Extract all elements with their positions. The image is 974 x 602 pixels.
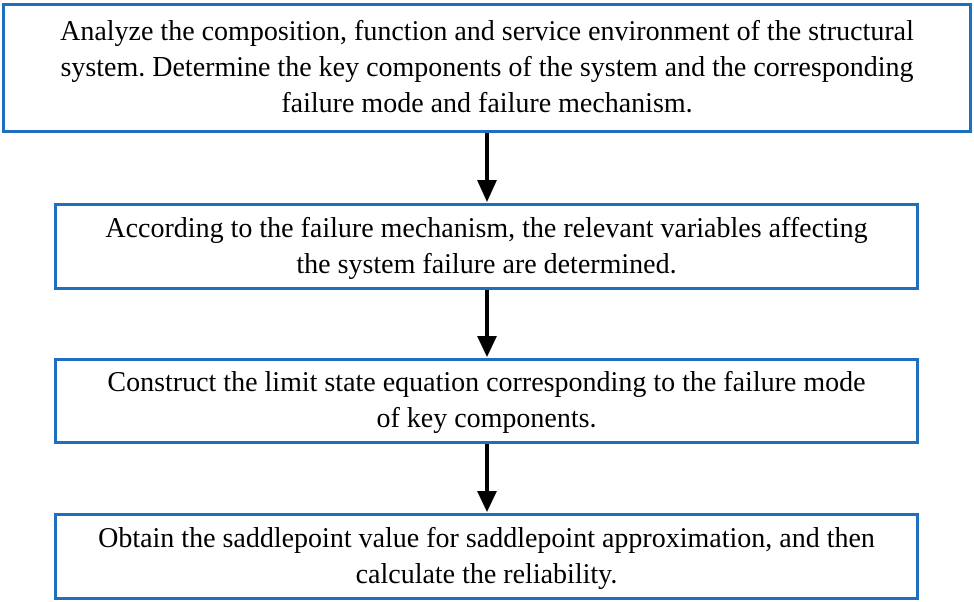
- step-2-box: According to the failure mechanism, the …: [54, 203, 919, 290]
- step-3-text: Construct the limit state equation corre…: [107, 365, 865, 437]
- step-2-text: According to the failure mechanism, the …: [105, 211, 867, 283]
- step-3-line-1: Construct the limit state equation corre…: [107, 367, 866, 398]
- step-1-text: Analyze the composition, function and se…: [60, 14, 914, 122]
- arrow-1-head: [477, 180, 497, 202]
- arrow-3-to-4: [477, 444, 497, 512]
- step-4-text: Obtain the saddlepoint value for saddlep…: [98, 521, 875, 593]
- step-4-box: Obtain the saddlepoint value for saddlep…: [54, 513, 919, 600]
- step-1-line-1: Analyze the composition, function and se…: [60, 16, 914, 47]
- step-1-line-3: failure mode and failure mechanism.: [281, 88, 693, 119]
- step-1-box: Analyze the composition, function and se…: [2, 3, 972, 133]
- step-3-box: Construct the limit state equation corre…: [54, 358, 919, 444]
- step-2-line-1: According to the failure mechanism, the …: [105, 212, 868, 244]
- step-1-line-2: system. Determine the key components of …: [60, 52, 914, 83]
- arrow-1-to-2: [477, 133, 497, 202]
- arrow-3-head: [477, 491, 497, 512]
- step-4-line-2: calculate the reliability.: [355, 558, 618, 590]
- step-2-line-2: the system failure are determined.: [296, 248, 677, 280]
- arrow-2-to-3: [477, 290, 497, 357]
- step-4-line-1: Obtain the saddlepoint value for saddlep…: [98, 522, 875, 554]
- arrow-2-head: [477, 336, 497, 357]
- step-3-line-2: of key components.: [376, 403, 597, 434]
